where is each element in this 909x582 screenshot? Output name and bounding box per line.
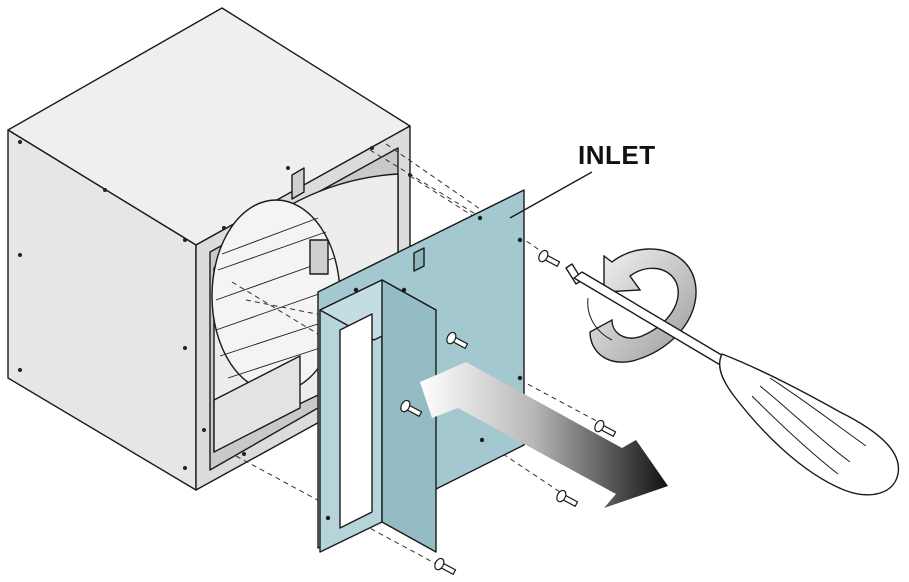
- screws: [400, 249, 617, 576]
- housing-lower-panel: [213, 355, 301, 453]
- inlet-plate: [317, 189, 525, 553]
- inlet-callout-label: INLET: [578, 140, 656, 170]
- wheel-hub: [309, 239, 329, 275]
- plate-notch: [413, 247, 425, 272]
- screw-icon: [538, 249, 561, 268]
- handle-grooves: [751, 377, 867, 475]
- inlet-leader-line: [509, 171, 593, 219]
- screw-icon: [594, 419, 617, 438]
- duct-opening: [339, 313, 373, 529]
- screw-icon: [446, 331, 469, 350]
- rotation-arrow-icon: [587, 248, 697, 363]
- top-clip: [291, 167, 305, 200]
- screw-icon: [434, 557, 457, 576]
- duct-collar-side: [381, 279, 437, 553]
- blower-blades: [215, 217, 337, 379]
- screwdriver-handle: [718, 353, 900, 496]
- removal-arrow-icon: [420, 362, 668, 508]
- plate-holes: [325, 215, 523, 521]
- screwdriver-icon: [565, 263, 900, 496]
- screw-icon: [400, 399, 423, 418]
- screw-icon: [556, 489, 579, 508]
